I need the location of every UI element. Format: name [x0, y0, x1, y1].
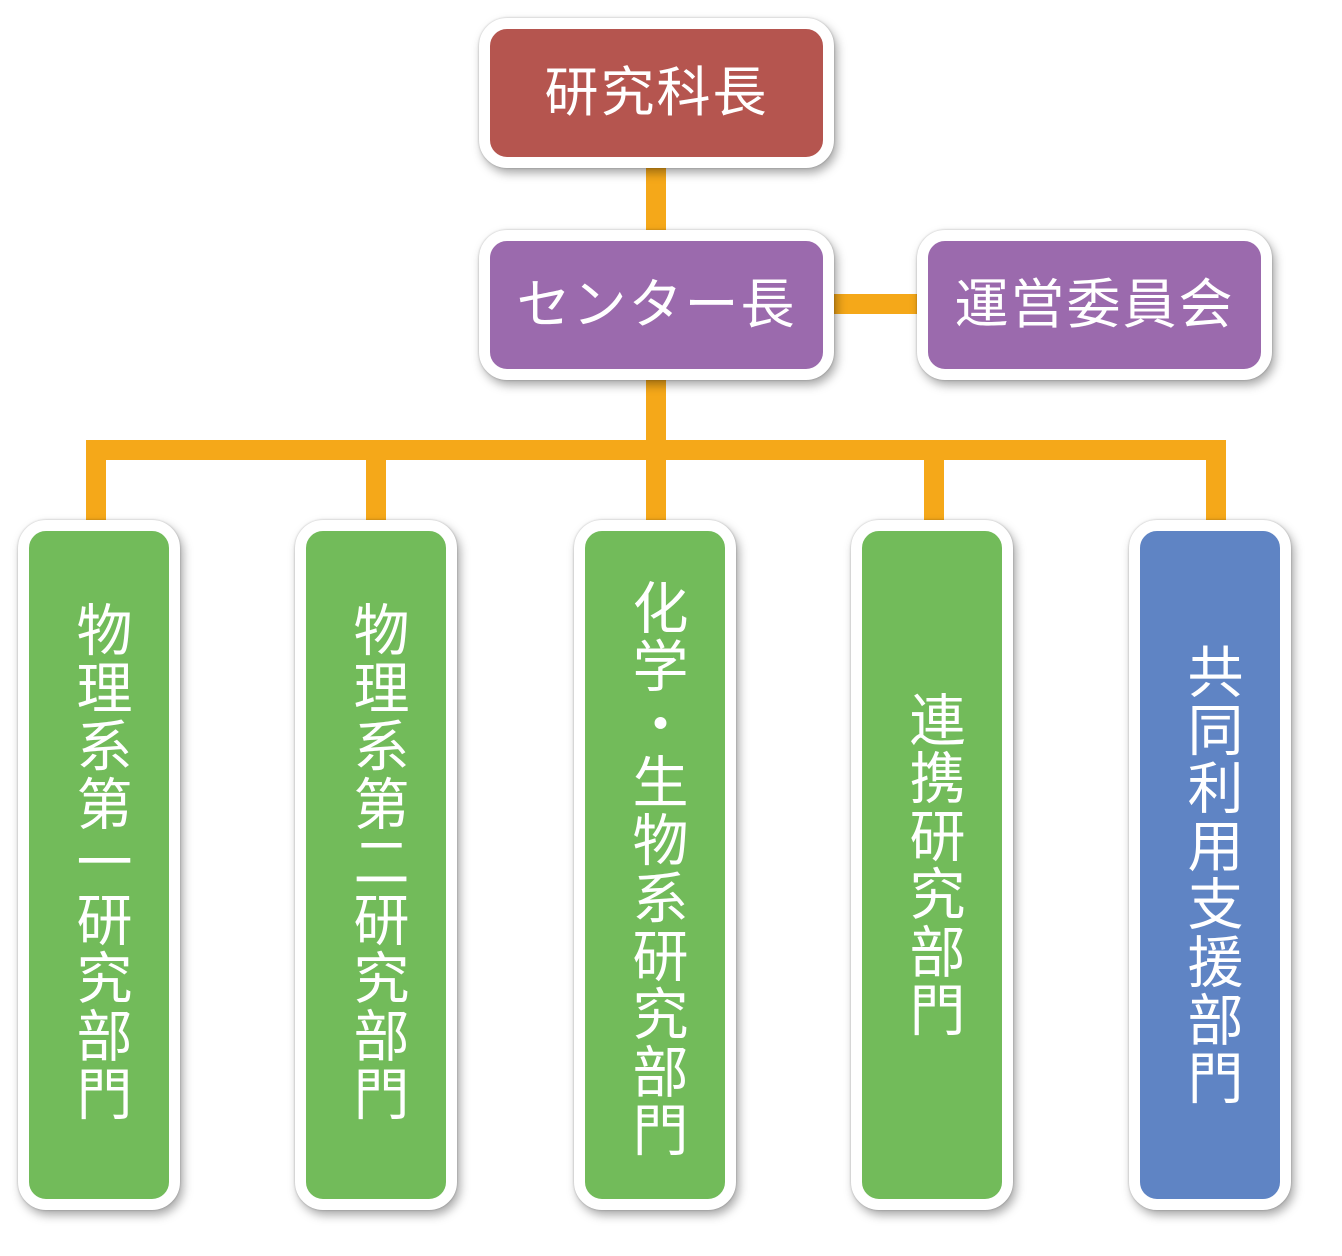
connector-bus-to-division-4 [924, 440, 944, 530]
director-label: センター長 [516, 273, 797, 336]
connector-bus-to-division-5 [1206, 440, 1226, 530]
committee-node: 運営委員会 [917, 230, 1272, 380]
division-shared-support: 共同利用支援部門 [1129, 520, 1291, 1210]
division-collaboration: 連携研究部門 [851, 520, 1013, 1210]
division-physics-2: 物理系第二研究部門 [295, 520, 457, 1210]
connector-bus-to-division-3 [646, 440, 666, 530]
connector-bus-to-division-1 [86, 440, 106, 530]
connector-director-to-bus [646, 380, 666, 450]
division-physics-1: 物理系第一研究部門 [18, 520, 180, 1210]
connector-bus-to-division-2 [366, 440, 386, 530]
division-shared-support-label: 共同利用支援部門 [1178, 643, 1243, 1107]
committee-label: 運営委員会 [954, 273, 1235, 336]
dean-node: 研究科長 [479, 18, 834, 168]
division-chem-bio: 化学・生物系研究部門 [574, 520, 736, 1210]
division-collaboration-label: 連携研究部門 [900, 691, 965, 1039]
division-physics-1-label: 物理系第一研究部門 [67, 601, 132, 1123]
division-chem-bio-label: 化学・生物系研究部門 [623, 579, 688, 1159]
connector-top-to-director [646, 160, 666, 240]
division-physics-2-label: 物理系第二研究部門 [344, 601, 409, 1123]
dean-label: 研究科長 [544, 61, 769, 124]
director-node: センター長 [479, 230, 834, 380]
connector-director-to-committee [822, 294, 922, 314]
